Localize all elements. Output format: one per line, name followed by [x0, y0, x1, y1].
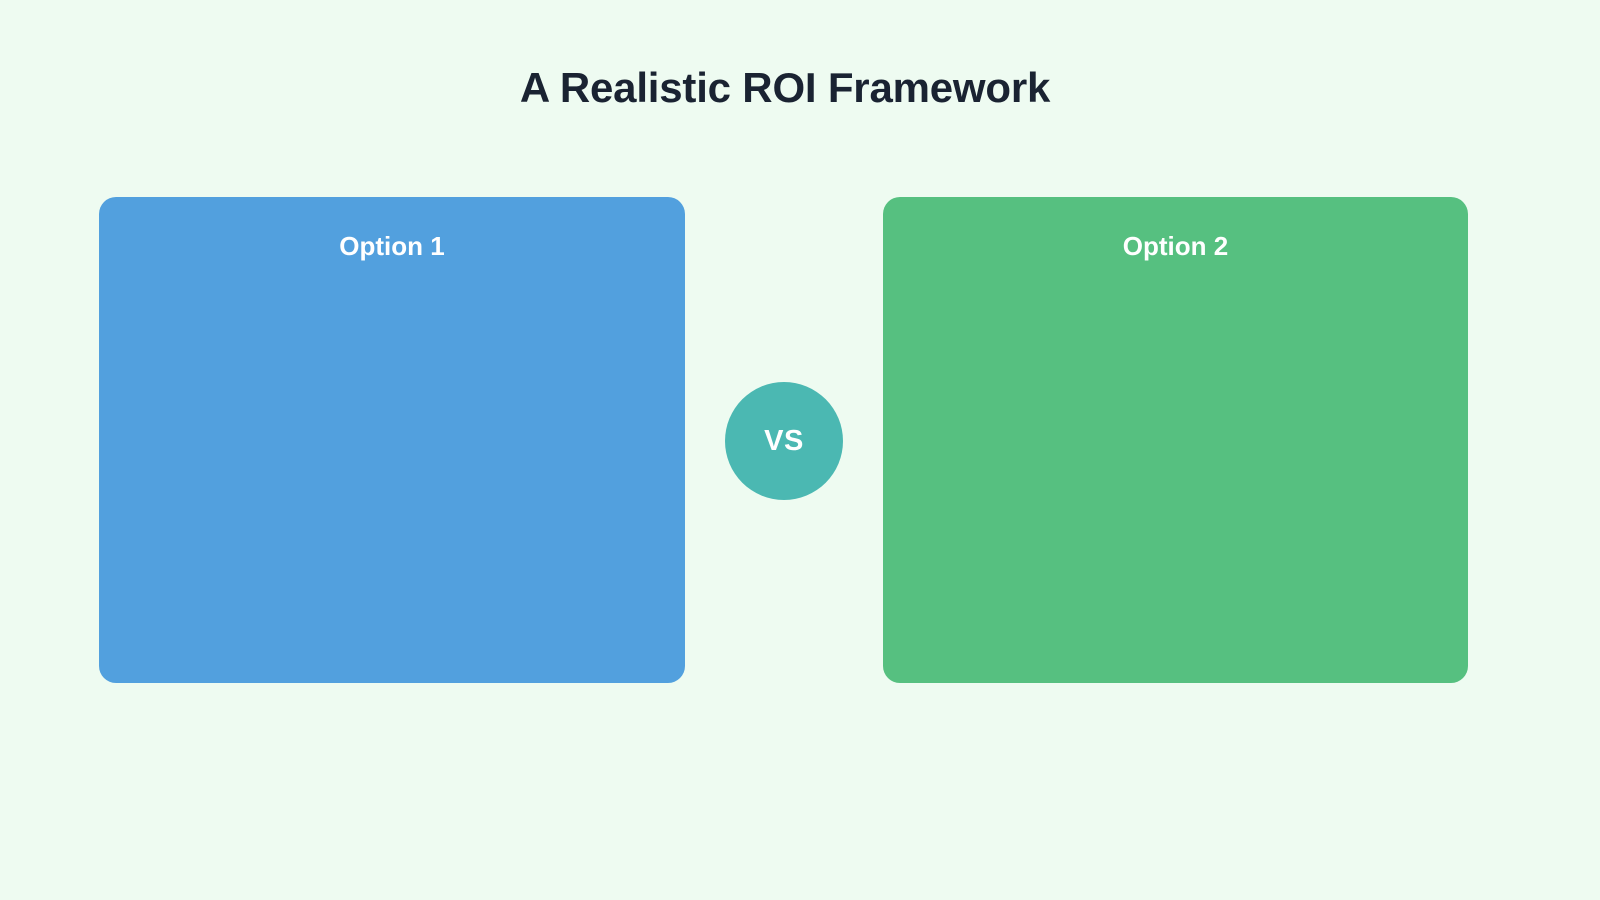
option-card-2[interactable]: Option 2: [883, 197, 1468, 683]
option-card-2-heading: Option 2: [1122, 231, 1229, 261]
option-card-1[interactable]: Option 1: [99, 197, 685, 683]
vs-badge: VS: [725, 382, 843, 500]
page-title: A Realistic ROI Framework: [519, 64, 1051, 112]
option-card-1-heading: Option 1: [339, 231, 445, 261]
vs-badge-label: VS: [764, 424, 804, 457]
option-card-1-body: [127, 262, 657, 655]
option-card-2-body: [911, 262, 1440, 655]
